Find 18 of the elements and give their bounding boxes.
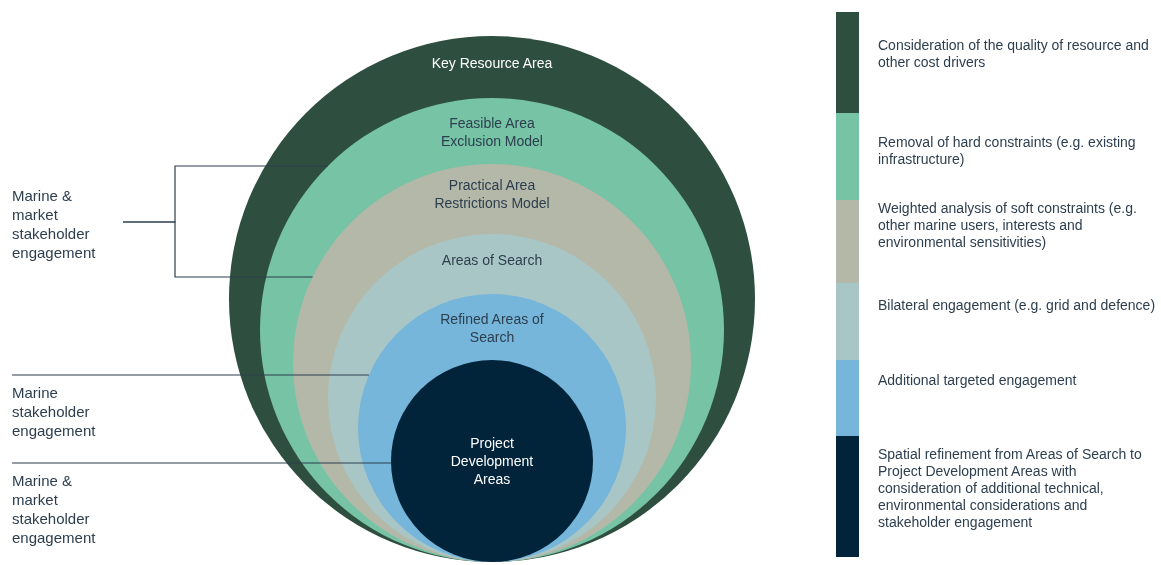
area-label: Refined Areas of Search <box>439 310 545 346</box>
side-label: Marine stakeholder engagement <box>12 383 97 440</box>
leader-line <box>122 221 314 278</box>
legend-text: Removal of hard constraints (e.g. existing infrastructure) <box>878 134 1137 168</box>
area-label: Feasible Area Exclusion Model <box>440 114 544 150</box>
side-label: Marine & market stakeholder engagement <box>12 471 97 547</box>
legend-text: Bilateral engagement (e.g. grid and defence) <box>878 297 1156 314</box>
legend-text: Consideration of the quality of resource and other cost drivers <box>878 37 1150 71</box>
legend-text: Spatial refinement from Areas of Search to Project Development Areas with consideration of additional technical, environmental considerations and stakeholder engagement <box>878 446 1143 531</box>
leader-line <box>11 462 392 464</box>
area-label: Practical Area Restrictions Model <box>433 176 551 212</box>
legend-text: Weighted analysis of soft constraints (e.g. other marine users, interests and environmental sensitivities) <box>878 200 1138 251</box>
side-label: Marine & market stakeholder engagement <box>12 186 97 262</box>
legend-text: Additional targeted engagement <box>878 372 1078 389</box>
leader-line <box>11 374 370 376</box>
area-label: Project Development Areas <box>449 434 535 488</box>
area-label: Areas of Search <box>440 251 544 269</box>
area-label: Key Resource Area <box>430 54 554 72</box>
